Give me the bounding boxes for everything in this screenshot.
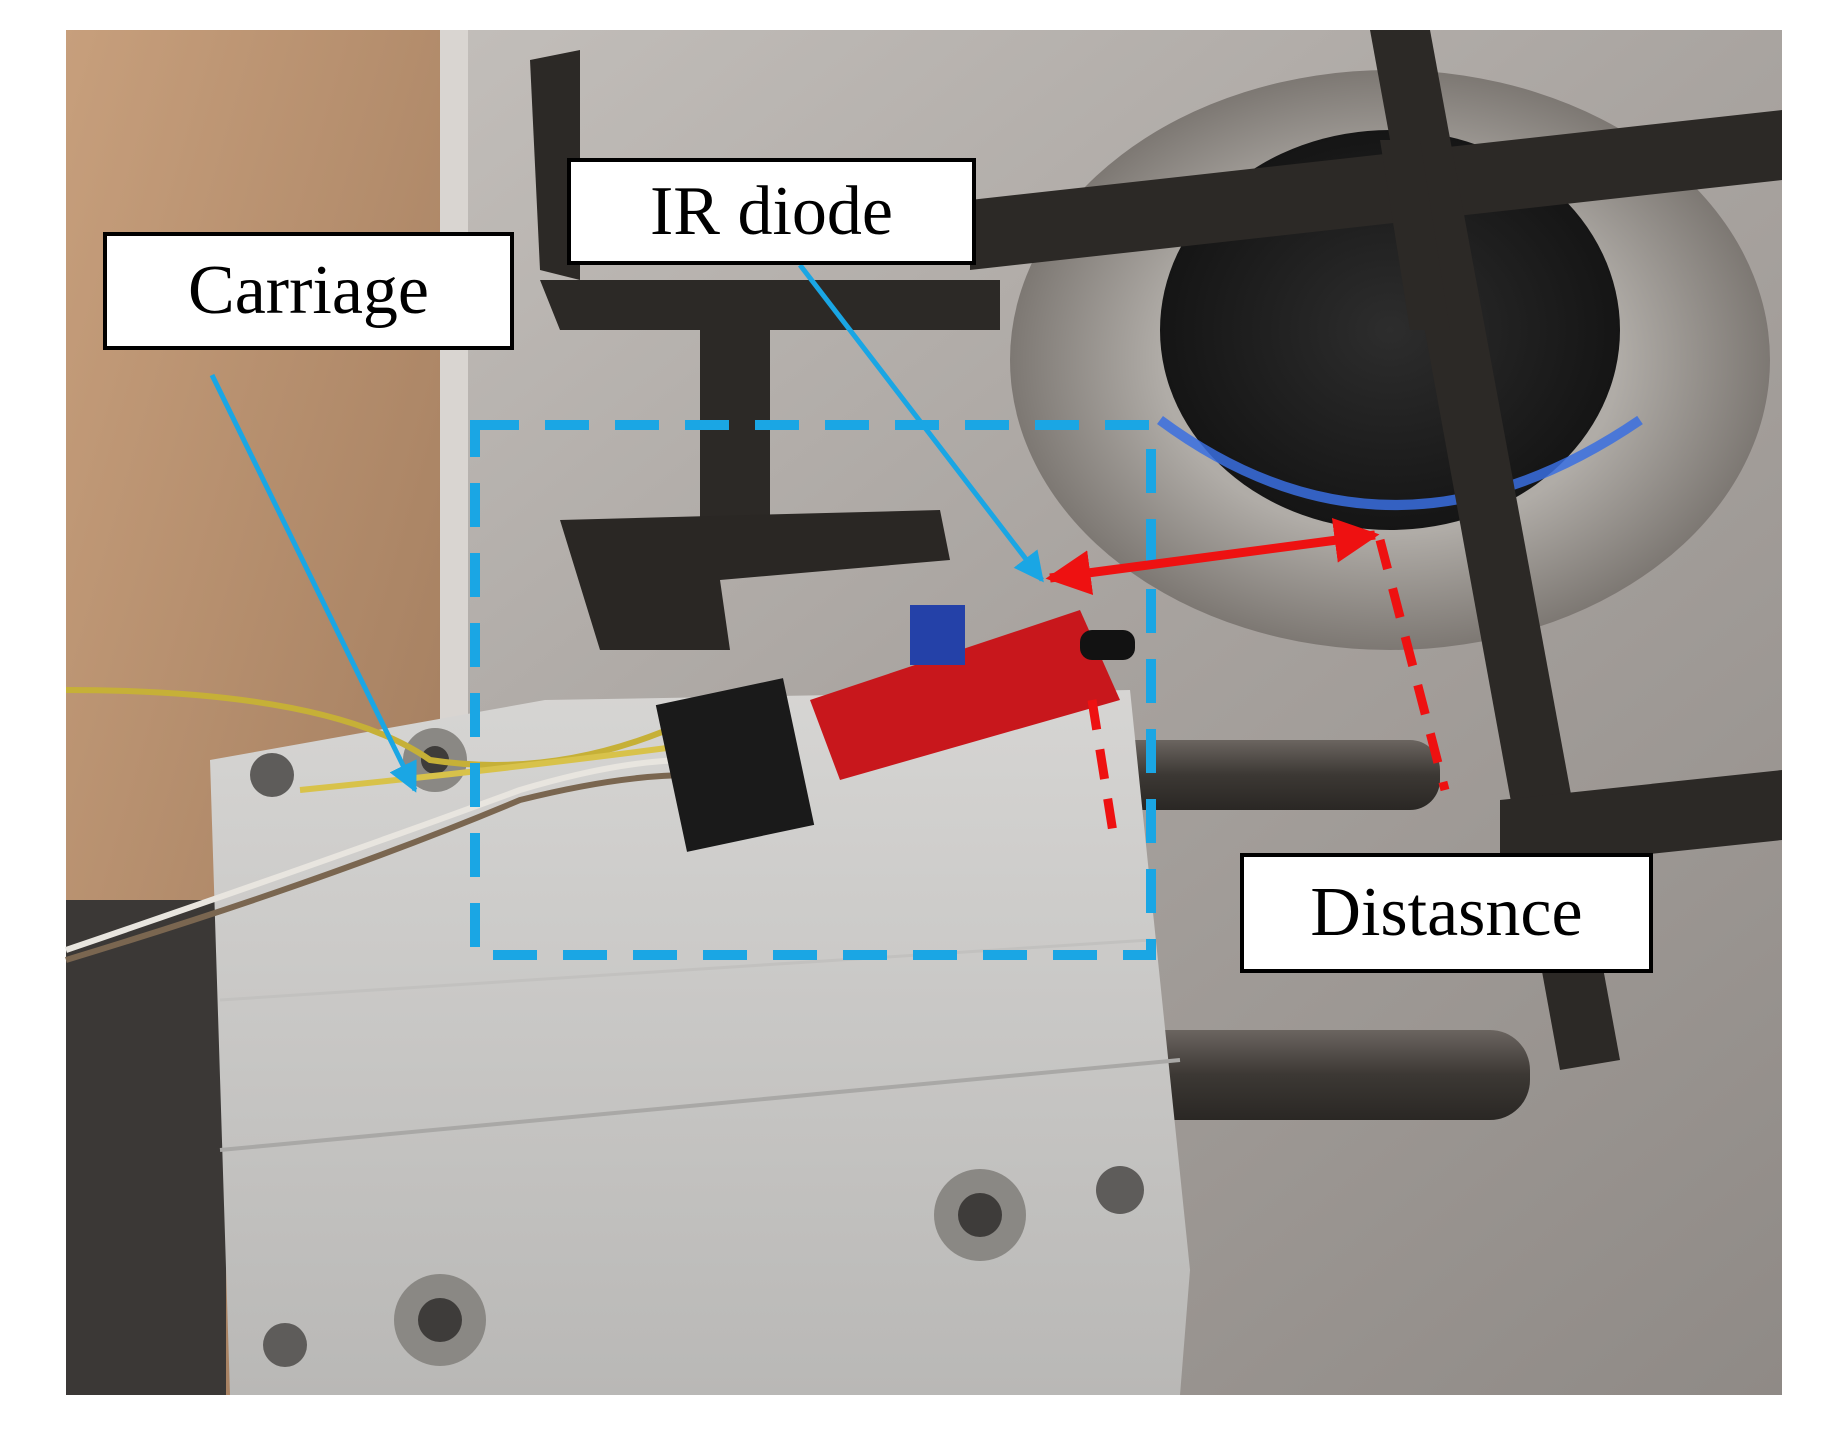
ir-led: [1080, 630, 1135, 660]
pin-header: [655, 678, 815, 852]
guide-rod-lower: [1060, 1030, 1530, 1120]
distance-guide-left: [1087, 699, 1120, 846]
sensor-highlight-box: [470, 420, 1156, 960]
distance-guide-right: [1375, 538, 1450, 792]
ir-sensor-board: [810, 610, 1120, 780]
potentiometer: [910, 605, 965, 665]
sensor-wires: [65, 687, 692, 963]
screw: [418, 1298, 462, 1342]
rail-left: [66, 900, 226, 1395]
annotation-overlay: [209, 263, 1450, 960]
sensor-bracket: [560, 510, 950, 650]
mount-hole: [263, 1323, 307, 1367]
mount-hole: [250, 753, 294, 797]
screw: [958, 1193, 1002, 1237]
ir-diode-pointer-arrow: [798, 263, 1044, 583]
distance-arrow: [1045, 518, 1380, 595]
carriage-label: Carriage: [103, 232, 514, 350]
distance-label: Distasnce: [1240, 853, 1653, 973]
carriage-pointer-arrow: [209, 373, 418, 793]
carriage-groove: [219, 1058, 1181, 1152]
mount-hole: [1096, 1166, 1144, 1214]
gas-flame: [1157, 415, 1643, 510]
ir-diode-label: IR diode: [567, 158, 976, 265]
